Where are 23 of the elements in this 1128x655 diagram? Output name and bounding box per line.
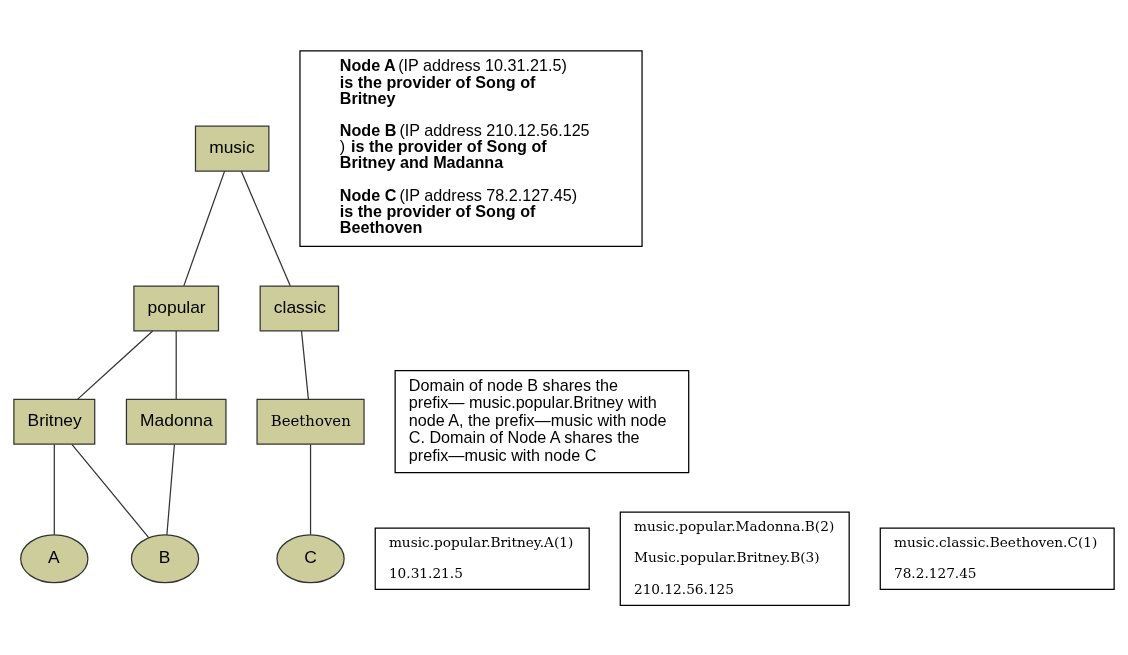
connector	[309, 443, 312, 535]
node-box: Domain of node B shares the prefix— music.popular.Britney with node A, the prefix—music with node C. Domain of Node A shares the prefix—music with node C	[394, 369, 690, 473]
connector	[166, 443, 175, 536]
node-ellipse: C	[276, 533, 345, 583]
connector	[53, 443, 55, 535]
node-box: music.popular.Madonna.B(2) Music.popular.Britney.B(3) 210.12.56.125	[619, 511, 850, 606]
node-box: popular	[133, 284, 220, 331]
node-box: music	[194, 125, 270, 172]
connector	[183, 169, 226, 286]
connector	[77, 329, 154, 400]
node-ellipse: A	[20, 533, 89, 583]
connector	[300, 329, 309, 400]
node-box: classic	[259, 284, 340, 331]
node-ellipse: B	[130, 533, 200, 583]
node-box: music.popular.Britney.A(1) 10.31.21.5	[374, 526, 590, 590]
connector	[175, 329, 177, 400]
node-box: Britney	[13, 398, 96, 445]
node-box: Node A (IP address 10.31.21.5) is the provider of Song of Britney Node B (IP address 210.12.56.125 ) is the provider of Song of Britney and Madanna Node C (IP address 78.2.127.45) is the provider of Song of Beethoven	[299, 49, 643, 247]
connector	[71, 443, 150, 538]
connector	[240, 169, 291, 286]
node-box: Beethoven	[256, 398, 365, 445]
node-box: Madonna	[125, 398, 227, 445]
node-box: music.classic.Beethoven.C(1) 78.2.127.45	[879, 526, 1115, 590]
